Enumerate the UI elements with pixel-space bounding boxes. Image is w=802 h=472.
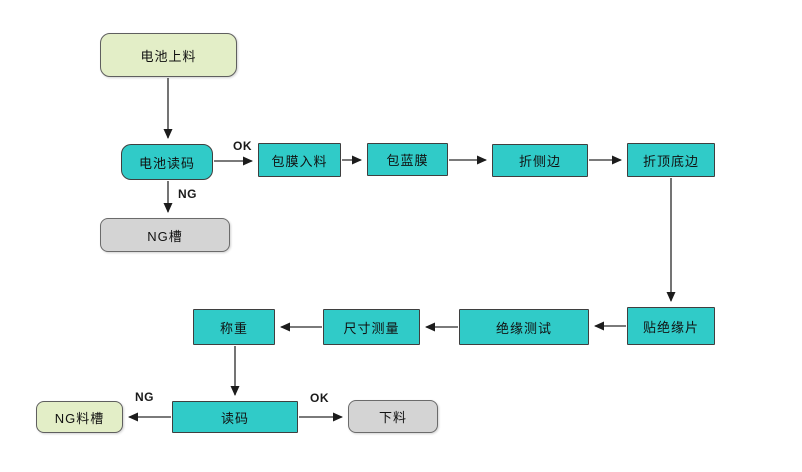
node-battery-load: 电池上料: [100, 33, 237, 77]
node-battery-read: 电池读码: [121, 144, 213, 180]
node-stick-insulation: 贴绝缘片: [627, 307, 715, 345]
node-ng-material-slot: NG料槽: [36, 401, 123, 433]
edge-label-read-ng: NG: [178, 187, 197, 201]
node-ng-slot: NG槽: [100, 218, 230, 252]
edge-label-read-ok: OK: [233, 139, 252, 153]
node-fold-side: 折侧边: [492, 144, 588, 177]
node-code-read: 读码: [172, 401, 298, 433]
edge-label-final-ng: NG: [135, 390, 154, 404]
edge-label-final-ok: OK: [310, 391, 329, 405]
node-blue-film: 包蓝膜: [367, 143, 448, 176]
node-weighing: 称重: [193, 309, 275, 345]
node-dimension-measure: 尺寸测量: [323, 309, 420, 345]
node-fold-top-bottom: 折顶底边: [627, 143, 715, 177]
node-unload: 下料: [348, 400, 438, 433]
node-insulation-test: 绝缘测试: [459, 309, 589, 345]
node-film-feed: 包膜入料: [258, 143, 341, 177]
